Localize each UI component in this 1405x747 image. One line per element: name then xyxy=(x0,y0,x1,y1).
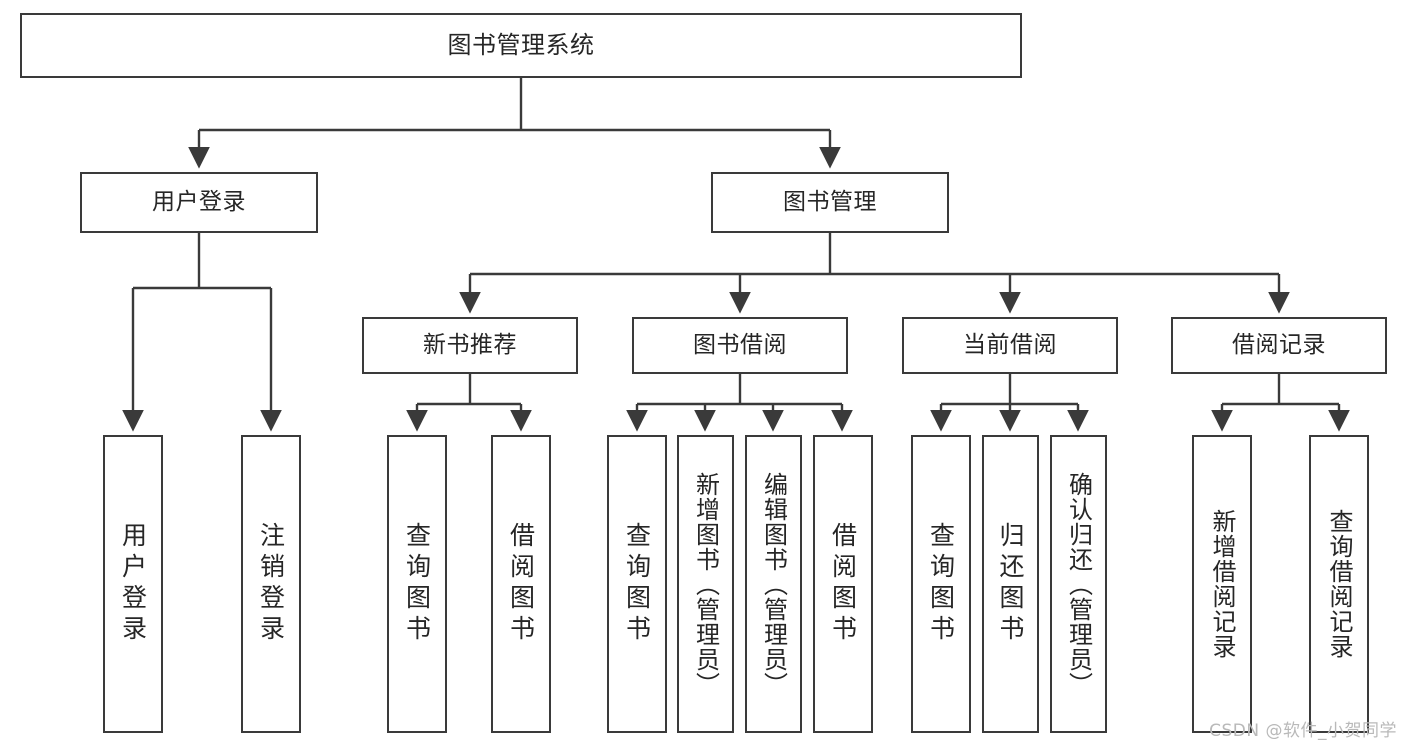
node-label: 借阅记录 xyxy=(1232,331,1326,358)
node-book-borrow[interactable]: 图书借阅 xyxy=(632,317,848,374)
leaf-borrow-book-2[interactable]: 借阅图书 xyxy=(813,435,873,733)
node-label: 归还图书 xyxy=(996,522,1025,646)
node-label: 借阅图书 xyxy=(828,522,858,646)
node-label: 新书推荐 xyxy=(423,331,517,358)
node-label: 用户登录 xyxy=(152,188,246,215)
leaf-return-book[interactable]: 归还图书 xyxy=(982,435,1039,733)
leaf-logout-login[interactable]: 注销登录 xyxy=(241,435,301,733)
node-label: 图书管理 xyxy=(783,188,877,215)
leaf-borrow-book-1[interactable]: 借阅图书 xyxy=(491,435,551,733)
leaf-query-borrow-record[interactable]: 查询借阅记录 xyxy=(1309,435,1369,733)
node-label: 编辑图书（管理员） xyxy=(759,471,788,697)
csdn-watermark: CSDN @软件_小贺同学 xyxy=(1209,721,1397,741)
leaf-query-book-1[interactable]: 查询图书 xyxy=(387,435,447,733)
node-label: 查询借阅记录 xyxy=(1325,509,1353,659)
node-label: 新增借阅记录 xyxy=(1208,509,1236,659)
node-label: 新增图书（管理员） xyxy=(691,471,720,697)
leaf-query-book-3[interactable]: 查询图书 xyxy=(911,435,971,733)
node-label: 查询图书 xyxy=(622,522,652,646)
leaf-user-login[interactable]: 用户登录 xyxy=(103,435,163,733)
node-borrow-record[interactable]: 借阅记录 xyxy=(1171,317,1387,374)
leaf-confirm-return-admin[interactable]: 确认归还（管理员） xyxy=(1050,435,1107,733)
node-label: 借阅图书 xyxy=(506,522,536,646)
node-label: 图书借阅 xyxy=(693,331,787,358)
node-user-login[interactable]: 用户登录 xyxy=(80,172,318,233)
leaf-add-book-admin[interactable]: 新增图书（管理员） xyxy=(677,435,734,733)
node-label: 用户登录 xyxy=(118,522,148,646)
leaf-query-book-2[interactable]: 查询图书 xyxy=(607,435,667,733)
node-label: 注销登录 xyxy=(256,522,286,646)
node-label: 当前借阅 xyxy=(963,331,1057,358)
node-label: 查询图书 xyxy=(926,522,956,646)
node-label: 确认归还（管理员） xyxy=(1064,471,1093,697)
node-label: 图书管理系统 xyxy=(447,31,595,60)
node-book-manage[interactable]: 图书管理 xyxy=(711,172,949,233)
leaf-add-borrow-record[interactable]: 新增借阅记录 xyxy=(1192,435,1252,733)
node-current-borrow[interactable]: 当前借阅 xyxy=(902,317,1118,374)
leaf-edit-book-admin[interactable]: 编辑图书（管理员） xyxy=(745,435,802,733)
node-new-book-recommend[interactable]: 新书推荐 xyxy=(362,317,578,374)
node-label: 查询图书 xyxy=(402,522,432,646)
node-root-system[interactable]: 图书管理系统 xyxy=(20,13,1022,78)
